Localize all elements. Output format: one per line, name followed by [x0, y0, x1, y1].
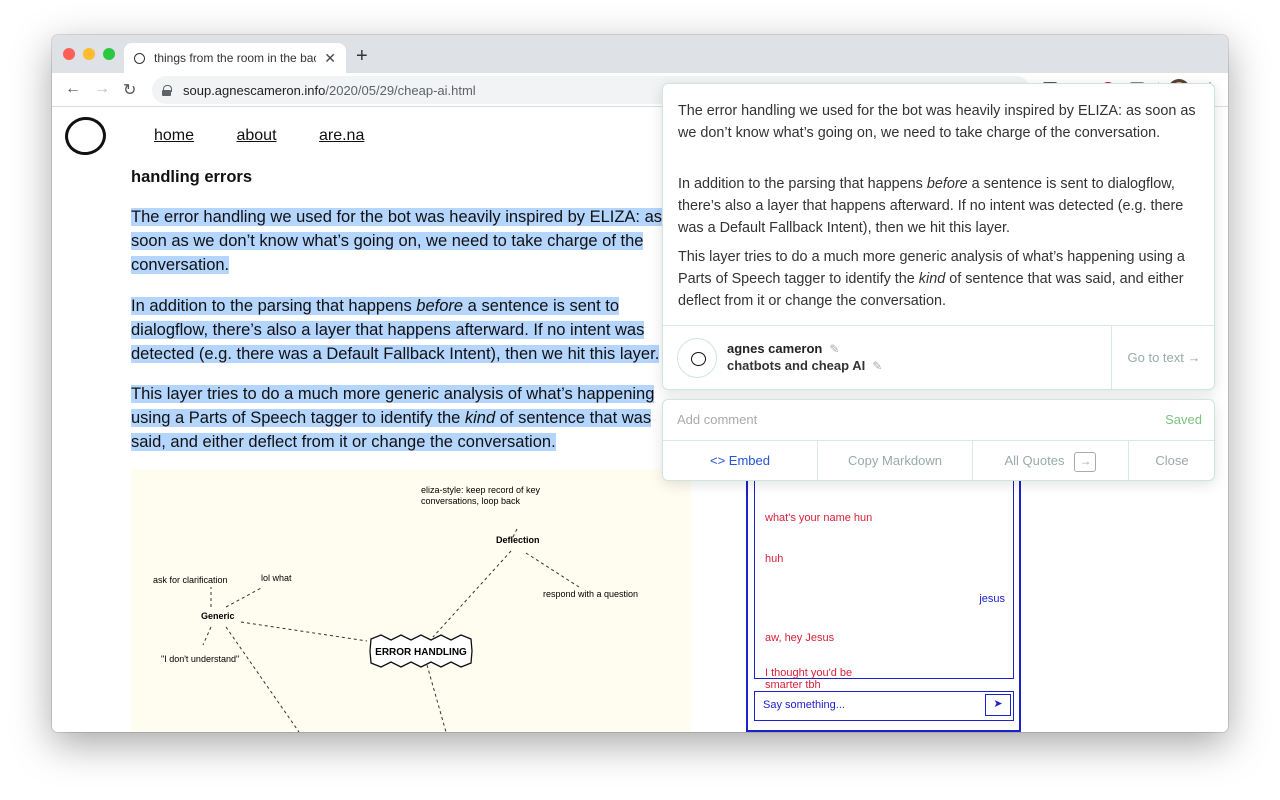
new-tab-button[interactable]: +	[356, 45, 368, 67]
diagram-edge	[510, 528, 518, 542]
diagram-label: ask for clarification	[153, 575, 228, 585]
source-title-row: chatbots and cheap AI ✎	[727, 358, 882, 373]
emphasis: kind	[918, 271, 946, 287]
close-window-button[interactable]	[63, 48, 75, 60]
quote-text: of sentence that was said, and either de…	[678, 271, 1184, 309]
arrow-icon: →	[1074, 451, 1097, 472]
highlighted-text: The error handling we used for the bot w…	[131, 208, 663, 274]
quote-text: This layer tries to do a much more gener…	[678, 249, 1185, 287]
site-nav: home about are.na	[154, 127, 402, 145]
quote-text: a sentence is sent to dialogflow, there’…	[678, 176, 1184, 236]
saved-status: Saved	[1165, 412, 1202, 427]
emphasis: kind	[464, 409, 496, 427]
lock-icon	[162, 84, 172, 96]
diagram-edge	[202, 626, 212, 646]
quote-actions-panel: Add comment Saved <> Embed Copy Markdown…	[662, 399, 1215, 481]
diagram-edge	[426, 664, 447, 732]
url-path: /2020/05/29/cheap-ai.html	[325, 82, 476, 98]
diagram-svg: ERROR HANDLING eliza-style: keep record …	[153, 485, 638, 732]
send-icon[interactable]: ➤	[985, 694, 1011, 716]
action-bar: <> Embed Copy Markdown All Quotes → Close	[663, 440, 1214, 480]
diagram-label: "I don't understand"	[161, 654, 239, 664]
paragraph: In addition to the parsing that happens …	[131, 294, 671, 366]
quote-text: In addition to the parsing that happens	[678, 176, 927, 192]
diagram-label: respond with a question	[543, 589, 638, 599]
source-title: chatbots and cheap AI	[727, 358, 866, 373]
quote-paragraph: In addition to the parsing that happens …	[678, 173, 1203, 239]
diagram-edge	[432, 550, 512, 638]
quote-popup: The error handling we used for the bot w…	[662, 83, 1215, 390]
paragraph-text: a sentence is sent to dialogflow, there’…	[131, 297, 660, 363]
paragraph-text: of sentence that was said, and either de…	[131, 409, 652, 451]
divider	[663, 325, 1214, 326]
chat-input[interactable]: Say something... ➤	[754, 691, 1014, 721]
chat-log[interactable]: what's your name hun huh jesus aw, hey J…	[754, 411, 1014, 691]
back-icon[interactable]: ←	[65, 80, 81, 97]
browser-tab[interactable]: things from the room in the back ✕	[124, 43, 346, 73]
error-handling-diagram: ERROR HANDLING eliza-style: keep record …	[131, 469, 691, 732]
comment-input[interactable]: Add comment	[677, 412, 758, 427]
paragraph: This layer tries to do a much more gener…	[131, 382, 671, 454]
emphasis: before	[926, 176, 968, 192]
tab-close-icon[interactable]: ✕	[324, 49, 336, 66]
diagram-label: Generic	[201, 611, 235, 621]
bot-message: aw, hey Jesus	[765, 632, 835, 644]
nav-link-home[interactable]: home	[154, 127, 195, 144]
quote-paragraph: This layer tries to do a much more gener…	[678, 246, 1203, 312]
nav-link-about[interactable]: about	[236, 127, 277, 144]
copy-markdown-button[interactable]: Copy Markdown	[818, 441, 973, 480]
tab-title: things from the room in the back	[154, 51, 317, 65]
section-title: handling errors	[131, 168, 253, 186]
edit-title-icon[interactable]: ✎	[872, 359, 883, 373]
emphasis: before	[416, 297, 464, 315]
nav-link-arena[interactable]: are.na	[318, 127, 365, 144]
edit-author-icon[interactable]: ✎	[829, 342, 840, 356]
diagram-edge	[240, 621, 368, 642]
reload-icon[interactable]: ↻	[123, 82, 137, 99]
close-button[interactable]: Close	[1155, 453, 1189, 468]
author-row: agnes cameron ✎	[727, 341, 839, 356]
error-handling-node-shape	[369, 634, 473, 668]
all-quotes-label: All Quotes	[1004, 453, 1065, 468]
chat-input-placeholder: Say something...	[763, 699, 845, 711]
author-name: agnes cameron	[727, 341, 823, 356]
diagram-edge	[225, 626, 300, 732]
diagram-edge	[225, 586, 264, 608]
paragraph: The error handling we used for the bot w…	[131, 205, 671, 277]
paragraph-text: This layer tries to do a much more gener…	[131, 385, 655, 427]
diagram-label: conversations, loop back	[421, 496, 521, 506]
tab-strip: things from the room in the back ✕ +	[52, 35, 1228, 73]
bot-message: what's your name hun	[765, 512, 873, 524]
browser-window: things from the room in the back ✕ + ← →…	[52, 35, 1228, 732]
source-avatar	[677, 338, 717, 378]
bot-message: I thought you'd be smarter tbh	[765, 667, 853, 691]
paragraph-text: In addition to the parsing that happens	[131, 297, 417, 315]
diagram-label: Deflection	[496, 535, 540, 545]
minimize-window-button[interactable]	[83, 48, 95, 60]
diagram-label: ERROR HANDLING	[375, 647, 467, 658]
user-message: jesus	[979, 593, 1005, 605]
diagram-label: lol what	[261, 573, 292, 583]
diagram-edge	[525, 552, 580, 588]
favicon-icon	[134, 52, 145, 64]
bot-message: huh	[765, 553, 784, 565]
embed-button[interactable]: <> Embed	[663, 441, 818, 480]
all-quotes-button[interactable]: All Quotes →	[973, 441, 1129, 480]
quote-paragraph: The error handling we used for the bot w…	[678, 103, 1196, 141]
url-host: soup.agnescameron.info	[183, 82, 326, 98]
diagram-label: eliza-style: keep record of key	[421, 485, 541, 495]
forward-icon[interactable]: →	[94, 80, 110, 97]
maximize-window-button[interactable]	[103, 48, 115, 60]
go-to-text-button[interactable]: Go to text →	[1111, 326, 1214, 389]
site-logo[interactable]	[62, 114, 109, 158]
